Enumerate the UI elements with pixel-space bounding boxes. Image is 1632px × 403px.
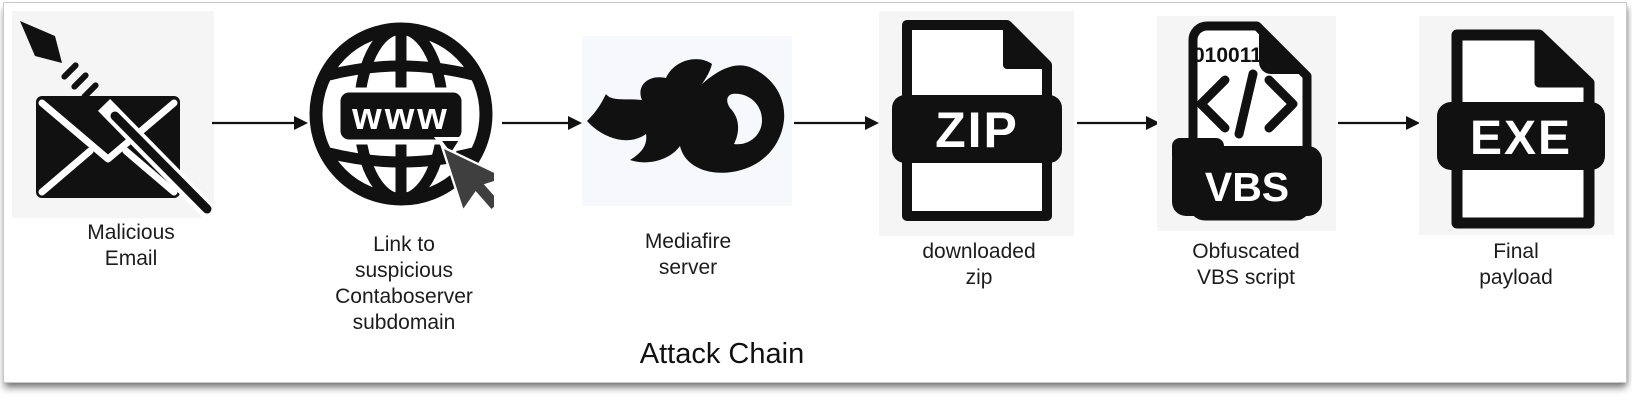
vbs-band-text: VBS <box>1205 164 1289 210</box>
binary-text: 010011 <box>1193 44 1262 67</box>
label-line: payload <box>1479 266 1553 289</box>
node-label: Final payload <box>1396 239 1632 291</box>
node-label: Mediafire server <box>568 229 808 281</box>
exe-band-text: EXE <box>1470 112 1572 165</box>
node-contabo-link: www <box>302 13 494 225</box>
flow-arrow <box>794 116 879 130</box>
flow-arrow <box>502 116 582 130</box>
label-line: zip <box>965 266 993 289</box>
globe-www-cursor-icon: www <box>309 22 494 214</box>
node-label: Malicious Email <box>11 220 251 272</box>
node-downloaded-zip: ZIP <box>879 11 1074 236</box>
spear-phishing-email-icon <box>20 21 214 218</box>
label-line: Obfuscated <box>1192 240 1300 263</box>
label-line: Mediafire <box>644 230 732 253</box>
zip-file-icon: ZIP <box>892 20 1062 221</box>
label-line: Contaboserver <box>335 285 473 308</box>
exe-file-icon: EXE <box>1437 29 1605 229</box>
flow-arrow <box>1338 116 1420 130</box>
diagram-canvas: Malicious Email www Link to suspicious C… <box>3 2 1627 383</box>
node-obfuscated-vbs: 010011 VBS <box>1157 16 1336 231</box>
label-line: subdomain <box>352 311 456 334</box>
label-line: suspicious <box>354 259 454 282</box>
label-line: downloaded <box>922 240 1036 263</box>
node-label: downloaded zip <box>859 239 1099 291</box>
flow-arrow <box>212 116 308 130</box>
label-line: Link to <box>373 233 435 256</box>
node-malicious-email <box>12 11 214 218</box>
label-line: Final <box>1493 240 1539 263</box>
node-mediafire-server <box>582 36 792 206</box>
node-label: Link to suspicious Contaboserver subdoma… <box>284 232 524 336</box>
mediafire-flame-icon <box>587 59 785 173</box>
node-label: Obfuscated VBS script <box>1126 239 1366 291</box>
code-glyph <box>1196 69 1298 139</box>
label-line: Malicious <box>87 221 175 244</box>
vbs-file-icon: 010011 VBS <box>1172 21 1322 221</box>
cursor-icon <box>440 144 494 214</box>
flow-arrow <box>1077 116 1160 130</box>
node-final-payload: EXE <box>1419 16 1614 235</box>
zip-band-text: ZIP <box>935 102 1019 158</box>
label-line: Email <box>104 247 158 270</box>
www-badge-text: www <box>351 96 450 138</box>
label-line: VBS script <box>1196 266 1296 289</box>
diagram-title: Attack Chain <box>639 338 805 370</box>
label-line: server <box>658 256 718 279</box>
